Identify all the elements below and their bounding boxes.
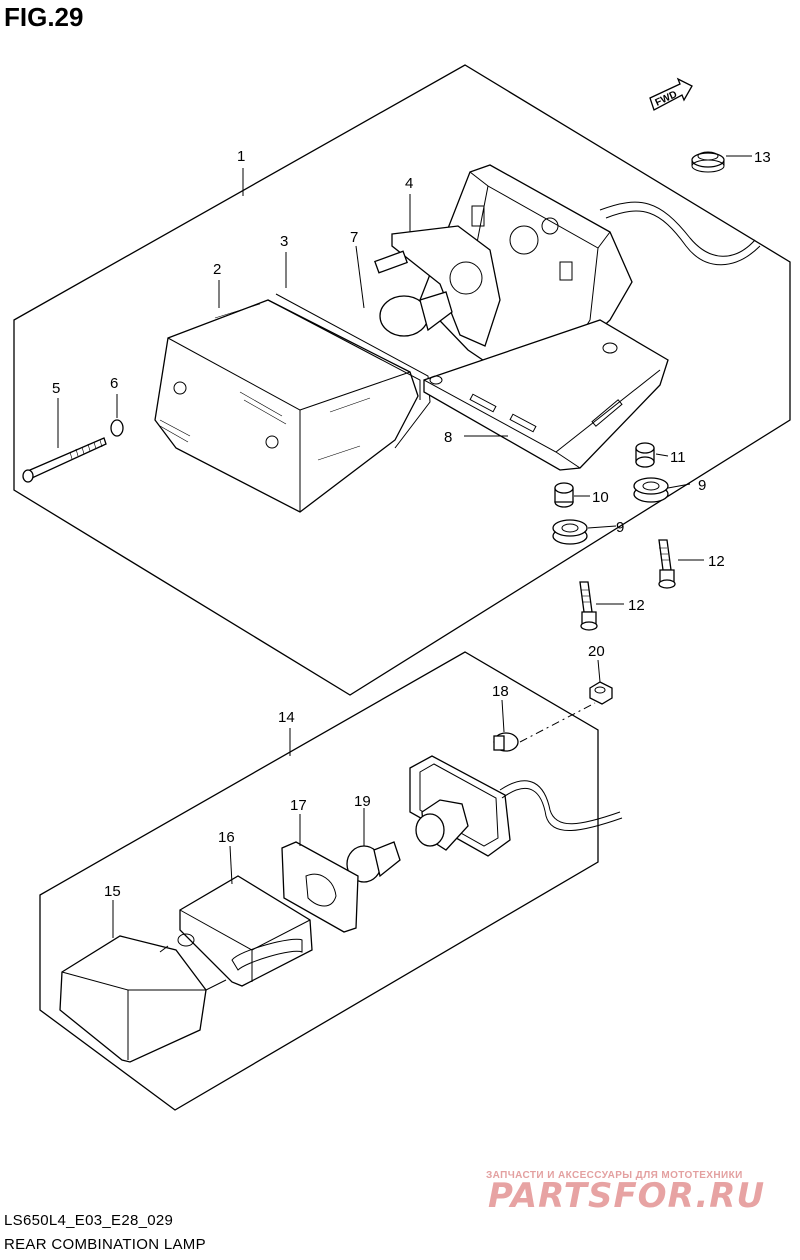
callout-numbers: 1 2 3 4 5 6 7 8 9 9 10 11 12 12 13 14 15…: [52, 148, 771, 900]
callout-19: 19: [354, 793, 371, 810]
watermark-tagline: ЗАПЧАСТИ И АКСЕССУАРЫ ДЛЯ МОТОТЕХНИКИ: [486, 1170, 743, 1181]
bolt-5: [22, 437, 107, 483]
assembly-1-frame: [13, 64, 791, 696]
callout-leaders: [57, 155, 752, 938]
grommet-13: [691, 151, 725, 173]
gasket-17: [281, 841, 359, 933]
lens-16: [177, 875, 313, 987]
svg-text:FWD: FWD: [654, 89, 679, 109]
washer-6: [110, 419, 124, 437]
watermark-brand: PARTSFOR.RU: [488, 1176, 766, 1216]
screw-18: [493, 732, 519, 752]
callout-13: 13: [754, 149, 771, 166]
callout-7: 7: [350, 229, 358, 246]
callout-12-right: 12: [708, 553, 725, 570]
license-lamp-housing: [409, 755, 623, 857]
grommet-9-upper: [633, 477, 669, 503]
figure-title: FIG.29: [4, 2, 84, 32]
lens-2: [154, 293, 431, 513]
callout-14: 14: [278, 709, 295, 726]
spacer-10: [554, 482, 574, 508]
callout-18: 18: [492, 683, 509, 700]
callout-1: 1: [237, 148, 245, 165]
callout-5: 5: [52, 380, 60, 397]
nut-20: [589, 681, 613, 705]
callout-4: 4: [405, 175, 413, 192]
spacer-11: [635, 442, 655, 468]
bracket-8: [423, 319, 669, 471]
bulb-7: [374, 250, 453, 337]
lens-15: [59, 935, 227, 1063]
callout-20: 20: [588, 643, 605, 660]
callout-17: 17: [290, 797, 307, 814]
grommet-9-lower: [552, 519, 588, 545]
callout-8: 8: [444, 429, 452, 446]
callout-9-lower: 9: [616, 519, 624, 536]
callout-15: 15: [104, 883, 121, 900]
callout-9-upper: 9: [698, 477, 706, 494]
callout-11: 11: [670, 449, 686, 466]
screw-12-left: [579, 581, 598, 631]
diagram-code: LS650L4_E03_E28_029: [4, 1212, 174, 1229]
callout-16: 16: [218, 829, 235, 846]
callout-2: 2: [213, 261, 221, 278]
assembly-14-frame: [39, 651, 599, 1111]
leader-dashdot: [519, 702, 596, 743]
screw-12-right: [658, 539, 676, 589]
fwd-arrow-icon: FWD: [649, 77, 693, 111]
callout-12-left: 12: [628, 597, 645, 614]
reflector-plate-4: [391, 225, 501, 347]
callout-6: 6: [110, 375, 118, 392]
callout-3: 3: [280, 233, 288, 250]
diagram-name: REAR COMBINATION LAMP: [4, 1236, 206, 1253]
callout-10: 10: [592, 489, 609, 506]
